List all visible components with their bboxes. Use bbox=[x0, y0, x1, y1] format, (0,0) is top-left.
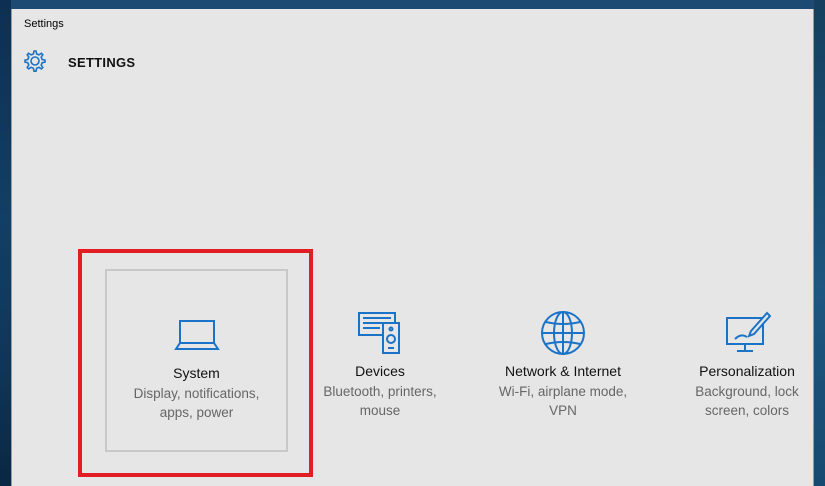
tile-personalization[interactable]: Personalization Background, lock screen,… bbox=[656, 269, 825, 451]
settings-header: SETTINGS bbox=[12, 45, 813, 79]
globe-icon bbox=[541, 311, 585, 355]
tile-devices-label: Devices bbox=[355, 363, 405, 379]
window-title: Settings bbox=[24, 18, 64, 30]
tile-system-label: System bbox=[173, 365, 220, 381]
tile-network-description: Wi-Fi, airplane mode, VPN bbox=[498, 384, 628, 418]
highlight-box bbox=[78, 249, 313, 477]
laptop-icon bbox=[173, 320, 220, 350]
tile-devices-description: Bluetooth, printers, mouse bbox=[323, 384, 437, 418]
tile-personalization-label: Personalization bbox=[699, 363, 795, 379]
gear-icon bbox=[24, 50, 46, 72]
tile-system-description: Display, notifications, apps, power bbox=[133, 386, 260, 420]
desktop-background-right bbox=[814, 0, 825, 486]
title-bar[interactable]: Settings bbox=[12, 9, 813, 39]
page-title: SETTINGS bbox=[68, 55, 136, 70]
devices-icon bbox=[358, 312, 400, 354]
tile-personalization-description: Background, lock screen, colors bbox=[695, 384, 799, 418]
tile-network-label: Network & Internet bbox=[505, 363, 621, 379]
tile-devices[interactable]: Devices Bluetooth, printers, mouse bbox=[289, 269, 471, 451]
tile-system[interactable]: System Display, notifications, apps, pow… bbox=[105, 269, 288, 452]
desktop-background-left bbox=[0, 0, 11, 486]
paint-icon bbox=[726, 311, 771, 352]
tile-network[interactable]: Network & Internet Wi-Fi, airplane mode,… bbox=[472, 269, 654, 451]
